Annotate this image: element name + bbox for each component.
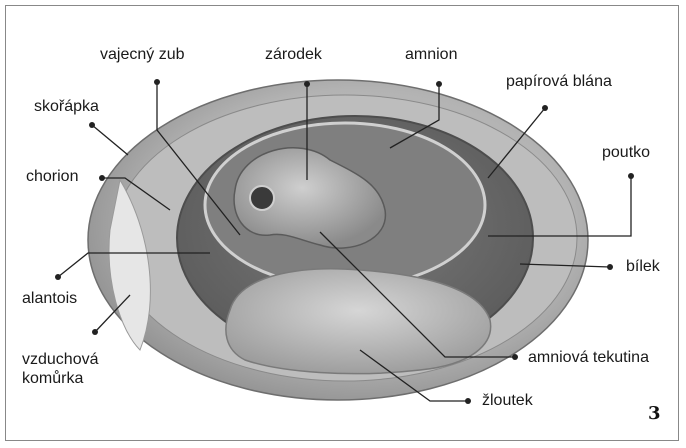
label-chalaza: poutko xyxy=(602,143,650,162)
label-amniotic-fluid: amniová tekutina xyxy=(528,348,649,367)
page-number: 3 xyxy=(648,403,661,424)
label-chorion: chorion xyxy=(26,167,78,186)
label-yolk: žloutek xyxy=(482,391,533,410)
line-shell xyxy=(92,125,128,155)
label-air-cell: vzduchová komůrka xyxy=(22,350,142,388)
label-allantois: alantois xyxy=(22,289,77,308)
label-shell-membrane: papírová blána xyxy=(506,72,612,91)
label-embryo: zárodek xyxy=(265,45,322,64)
label-albumen: bílek xyxy=(626,257,660,276)
label-shell: skořápka xyxy=(34,97,99,116)
label-amnion: amnion xyxy=(405,45,457,64)
label-egg-tooth: vajecný zub xyxy=(100,45,185,64)
embryo-eye xyxy=(250,186,274,210)
